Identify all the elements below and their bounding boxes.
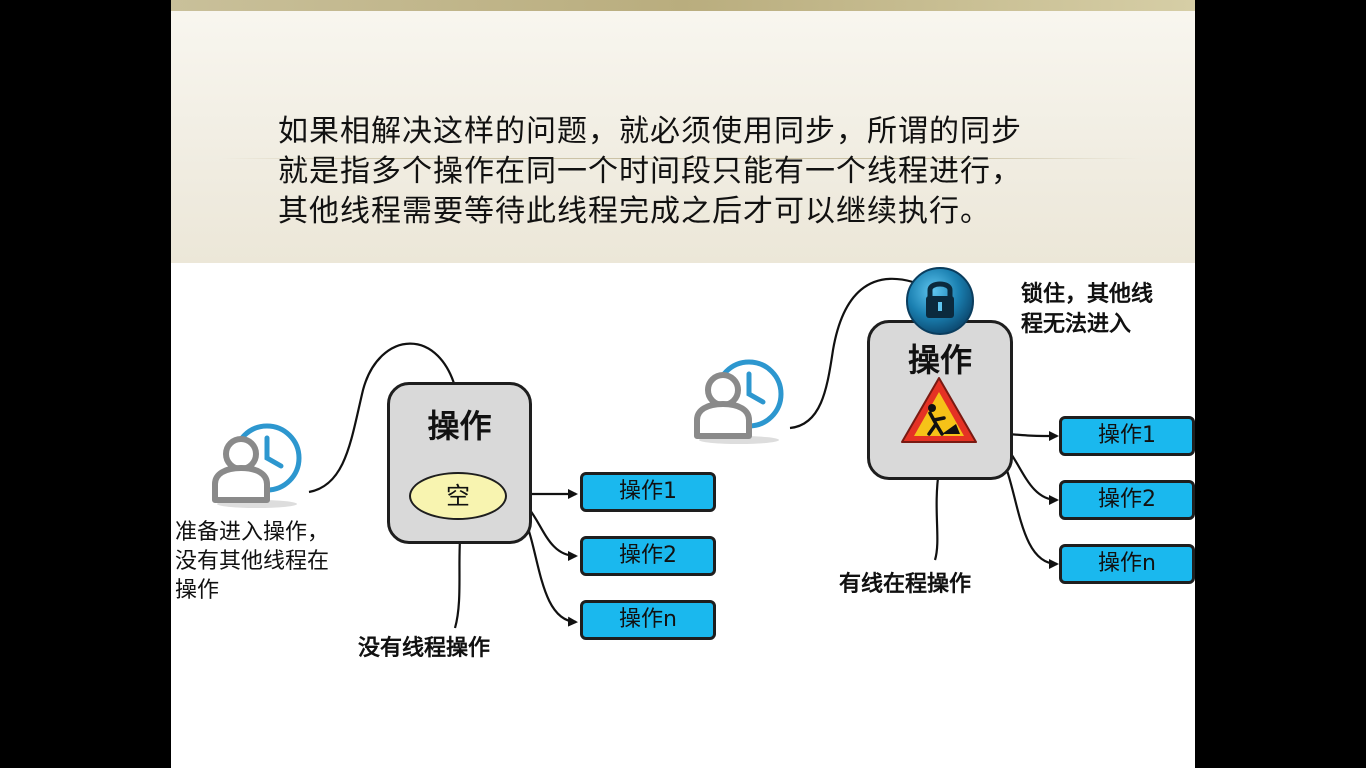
arrow-user-to-lock-right — [789, 277, 914, 430]
lock-label-1: 锁住，其他线 — [1021, 282, 1154, 307]
left-user-label-2: 没有其他线程在 — [175, 549, 330, 574]
right-bottom-label: 有线在程操作 — [839, 572, 972, 597]
left-bottom-label: 没有线程操作 — [358, 636, 491, 661]
arrow-user-to-node-left — [308, 342, 461, 494]
right-node-title: 操作 — [907, 341, 972, 379]
header-divider — [221, 158, 1141, 159]
left-op-1: 操作1 — [580, 472, 716, 512]
left-user-label-3: 操作 — [175, 578, 220, 603]
right-op-2: 操作2 — [1059, 480, 1195, 520]
lock-label: 锁住，其他线 程无法进入 — [1021, 280, 1153, 340]
intro-line-1: 如果相解决这样的问题，就必须使用同步，所谓的同步 — [278, 114, 1022, 149]
slide: 如果相解决这样的问题，就必须使用同步，所谓的同步 就是指多个操作在同一个时间段只… — [171, 0, 1195, 768]
top-bar — [171, 0, 1195, 11]
intro-line-3: 其他线程需要等待此线程完成之后才可以继续执行。 — [278, 194, 991, 229]
intro-text: 如果相解决这样的问题，就必须使用同步，所谓的同步 就是指多个操作在同一个时间段只… — [278, 112, 1138, 232]
empty-indicator: 空 — [409, 472, 507, 520]
left-user-label: 准备进入操作， 没有其他线程在 操作 — [175, 518, 329, 605]
road-work-warning-icon — [901, 377, 977, 443]
left-op-n: 操作n — [580, 600, 716, 640]
connector-arrows — [308, 277, 1059, 629]
left-node-title: 操作 — [427, 407, 492, 445]
arrow-bottom-to-node-right — [932, 468, 943, 561]
lock-icon — [906, 267, 974, 335]
left-user-label-1: 准备进入操作， — [175, 520, 330, 545]
header-band — [171, 11, 1195, 263]
user-clock-icon-right — [694, 359, 784, 444]
intro-line-2: 就是指多个操作在同一个时间段只能有一个线程进行， — [278, 154, 1022, 189]
right-op-1: 操作1 — [1059, 416, 1195, 456]
lock-label-2: 程无法进入 — [1021, 312, 1132, 337]
user-clock-icon — [212, 423, 302, 508]
right-op-n: 操作n — [1059, 544, 1195, 584]
left-op-2: 操作2 — [580, 536, 716, 576]
